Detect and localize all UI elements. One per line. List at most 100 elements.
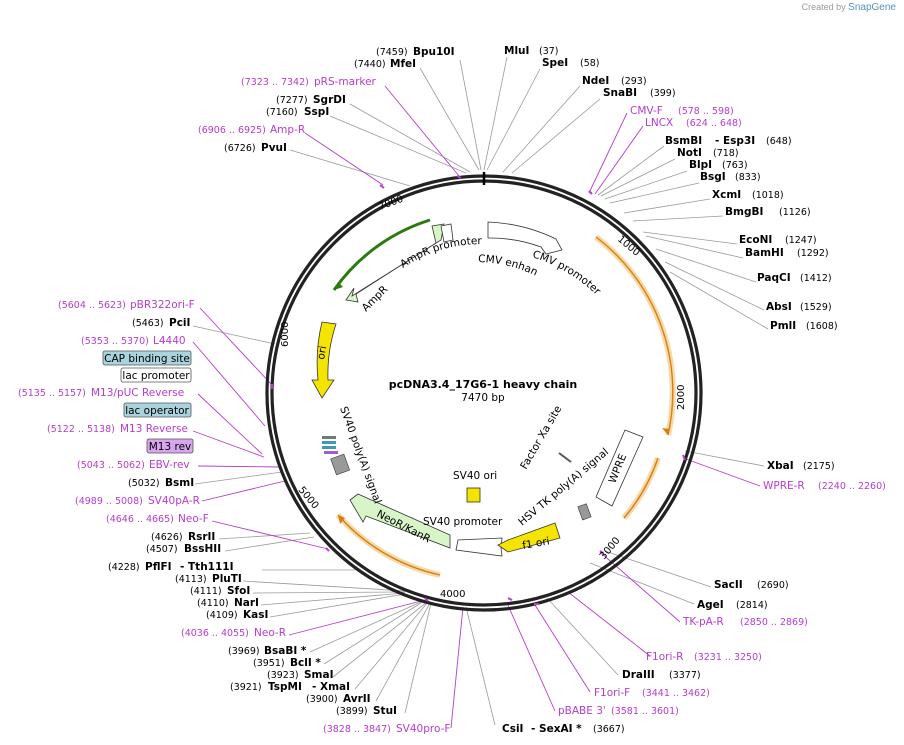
- primer-name: M13 Reverse: [120, 423, 188, 435]
- enzyme-pos: (1608): [806, 321, 838, 332]
- enzyme-name: AgeI: [697, 599, 724, 611]
- enzyme-name: PmlI: [770, 320, 796, 332]
- enzyme-pos: (1292): [797, 248, 829, 259]
- enzyme-pos: (3667): [593, 724, 625, 735]
- plasmid-name: pcDNA3.4_17G6-1 heavy chain: [389, 378, 578, 391]
- snapgene-credit: Created by SnapGene: [802, 2, 896, 13]
- box-lac-promoter: lac promoter: [122, 370, 190, 382]
- enzyme-name: NotI: [677, 147, 702, 159]
- primer-name: F1ori-F: [594, 687, 630, 699]
- enzyme-name: DraIII: [622, 669, 655, 681]
- primer-range: (7323 .. 7342): [241, 77, 309, 88]
- primer-name: WPRE-R: [763, 480, 805, 492]
- label-sv40-ori: SV40 ori: [453, 470, 497, 482]
- enzyme-name: BssHII: [184, 543, 221, 555]
- primer-range: (3581 .. 3601): [611, 706, 679, 717]
- enzyme-pos: (2814): [736, 600, 768, 611]
- enzyme-pos: (3921): [230, 682, 262, 693]
- enzyme-extra: - XmaI: [312, 681, 350, 693]
- sv40-promoter-arrow: [455, 537, 503, 557]
- enzyme-name: EcoNI: [739, 234, 772, 246]
- primer-range: (578 .. 598): [678, 106, 734, 117]
- enzyme-pos: (4507): [146, 544, 178, 555]
- enzyme-pos: (7440): [354, 59, 386, 70]
- enzyme-name: NdeI: [582, 75, 609, 87]
- enzyme-pos: (58): [580, 58, 600, 69]
- sv40-ori-block: [466, 487, 481, 503]
- enzyme-pos: (2690): [757, 580, 789, 591]
- enzyme-name: SgrDI: [313, 94, 346, 106]
- primer-name: EBV-rev: [149, 459, 190, 471]
- tick-7000: 7000: [377, 194, 405, 213]
- enzyme-name: SacII: [714, 579, 743, 591]
- enzyme-name: BsmBI: [665, 135, 702, 147]
- primer-range: (5604 .. 5623): [58, 300, 126, 311]
- enzyme-name: BlpI: [689, 159, 712, 171]
- primer-name: SV40pA-R: [148, 495, 200, 507]
- neor-kanr-arrow: [349, 493, 451, 549]
- primer-range: (5043 .. 5062): [77, 460, 145, 471]
- enzyme-name: MfeI: [390, 58, 416, 70]
- primer-name: pRS-marker: [314, 76, 377, 88]
- primer-name: Neo-R: [254, 627, 286, 639]
- ampr-promoter-arrow: [440, 223, 454, 243]
- primer-range: (3231 .. 3250): [694, 652, 762, 663]
- primer-range: (6906 .. 6925): [198, 125, 266, 136]
- primer-name: Amp-R: [270, 124, 305, 136]
- enzyme-pos: (37): [539, 46, 559, 57]
- primer-range: (2240 .. 2260): [818, 481, 886, 492]
- enzyme-pos: (4110): [197, 598, 229, 609]
- wpre-arrow: [595, 429, 644, 507]
- primer-name: TK-pA-R: [682, 616, 724, 628]
- box-m13-rev: M13 rev: [149, 441, 192, 453]
- primer-range: (5135 .. 5157): [18, 388, 86, 399]
- label-ori: ori: [315, 345, 329, 361]
- primer-name: pBR322ori-F: [130, 299, 195, 311]
- lac-cluster-marks: [322, 436, 338, 454]
- cmv-enhancer-promoter-arrow: [487, 221, 563, 255]
- tick-2000: 2000: [676, 385, 687, 410]
- primer-range: (2850 .. 2869): [740, 617, 808, 628]
- primer-name: SV40pro-F: [396, 723, 450, 735]
- enzyme-pos: (3923): [267, 670, 299, 681]
- enzyme-pos: (1412): [800, 273, 832, 284]
- enzyme-name: SfoI: [227, 585, 250, 597]
- primer-range: (624 .. 648): [686, 118, 742, 129]
- enzyme-pos: (1018): [752, 190, 784, 201]
- enzyme-name: KasI: [243, 609, 268, 621]
- enzyme-pos: (1126): [779, 207, 811, 218]
- enzyme-name: BclI *: [290, 657, 321, 669]
- ori-arrow: [311, 321, 337, 399]
- enzyme-pos: (293): [621, 76, 647, 87]
- enzyme-pos: (3377): [669, 670, 701, 681]
- enzyme-name: SpeI: [542, 57, 568, 69]
- enzyme-leader-lines: [192, 56, 769, 726]
- enzyme-pos: (4111): [190, 586, 222, 597]
- enzyme-labels: (7459) Bpu10I MluI (37) (7440) MfeI SpeI…: [108, 45, 838, 735]
- enzyme-name: PflFI: [145, 561, 172, 573]
- enzyme-name: AvrII: [343, 693, 371, 705]
- enzyme-extra: - Tth111I: [180, 561, 234, 573]
- primer-marks: [271, 175, 686, 605]
- label-f1-ori: f1 ori: [521, 535, 550, 552]
- primer-range: (4646 .. 4665): [106, 514, 174, 525]
- primer-range: (3441 .. 3462): [642, 688, 710, 699]
- credit-brand: SnapGene: [848, 2, 896, 13]
- lac-box-labels: CAP binding site lac promoter lac operat…: [102, 350, 194, 454]
- enzyme-name: PvuI: [261, 142, 287, 154]
- factor-xa-site-mark: [558, 452, 572, 463]
- cds-arrowhead-green: [334, 282, 343, 290]
- enzyme-pos: (4113): [175, 574, 207, 585]
- sv40-polya-block: [330, 453, 351, 476]
- enzyme-name: PciI: [169, 317, 190, 329]
- enzyme-pos: (7160): [266, 107, 298, 118]
- tick-4000: 4000: [440, 589, 465, 600]
- enzyme-name: SmaI: [304, 669, 334, 681]
- primer-name: LNCX: [645, 117, 673, 129]
- enzyme-pos: (1247): [785, 235, 817, 246]
- credit-prefix: Created by: [801, 2, 846, 12]
- tick-6000: 6000: [280, 322, 291, 347]
- enzyme-name: CsiI: [502, 723, 523, 735]
- box-lac-operator: lac operator: [125, 405, 189, 417]
